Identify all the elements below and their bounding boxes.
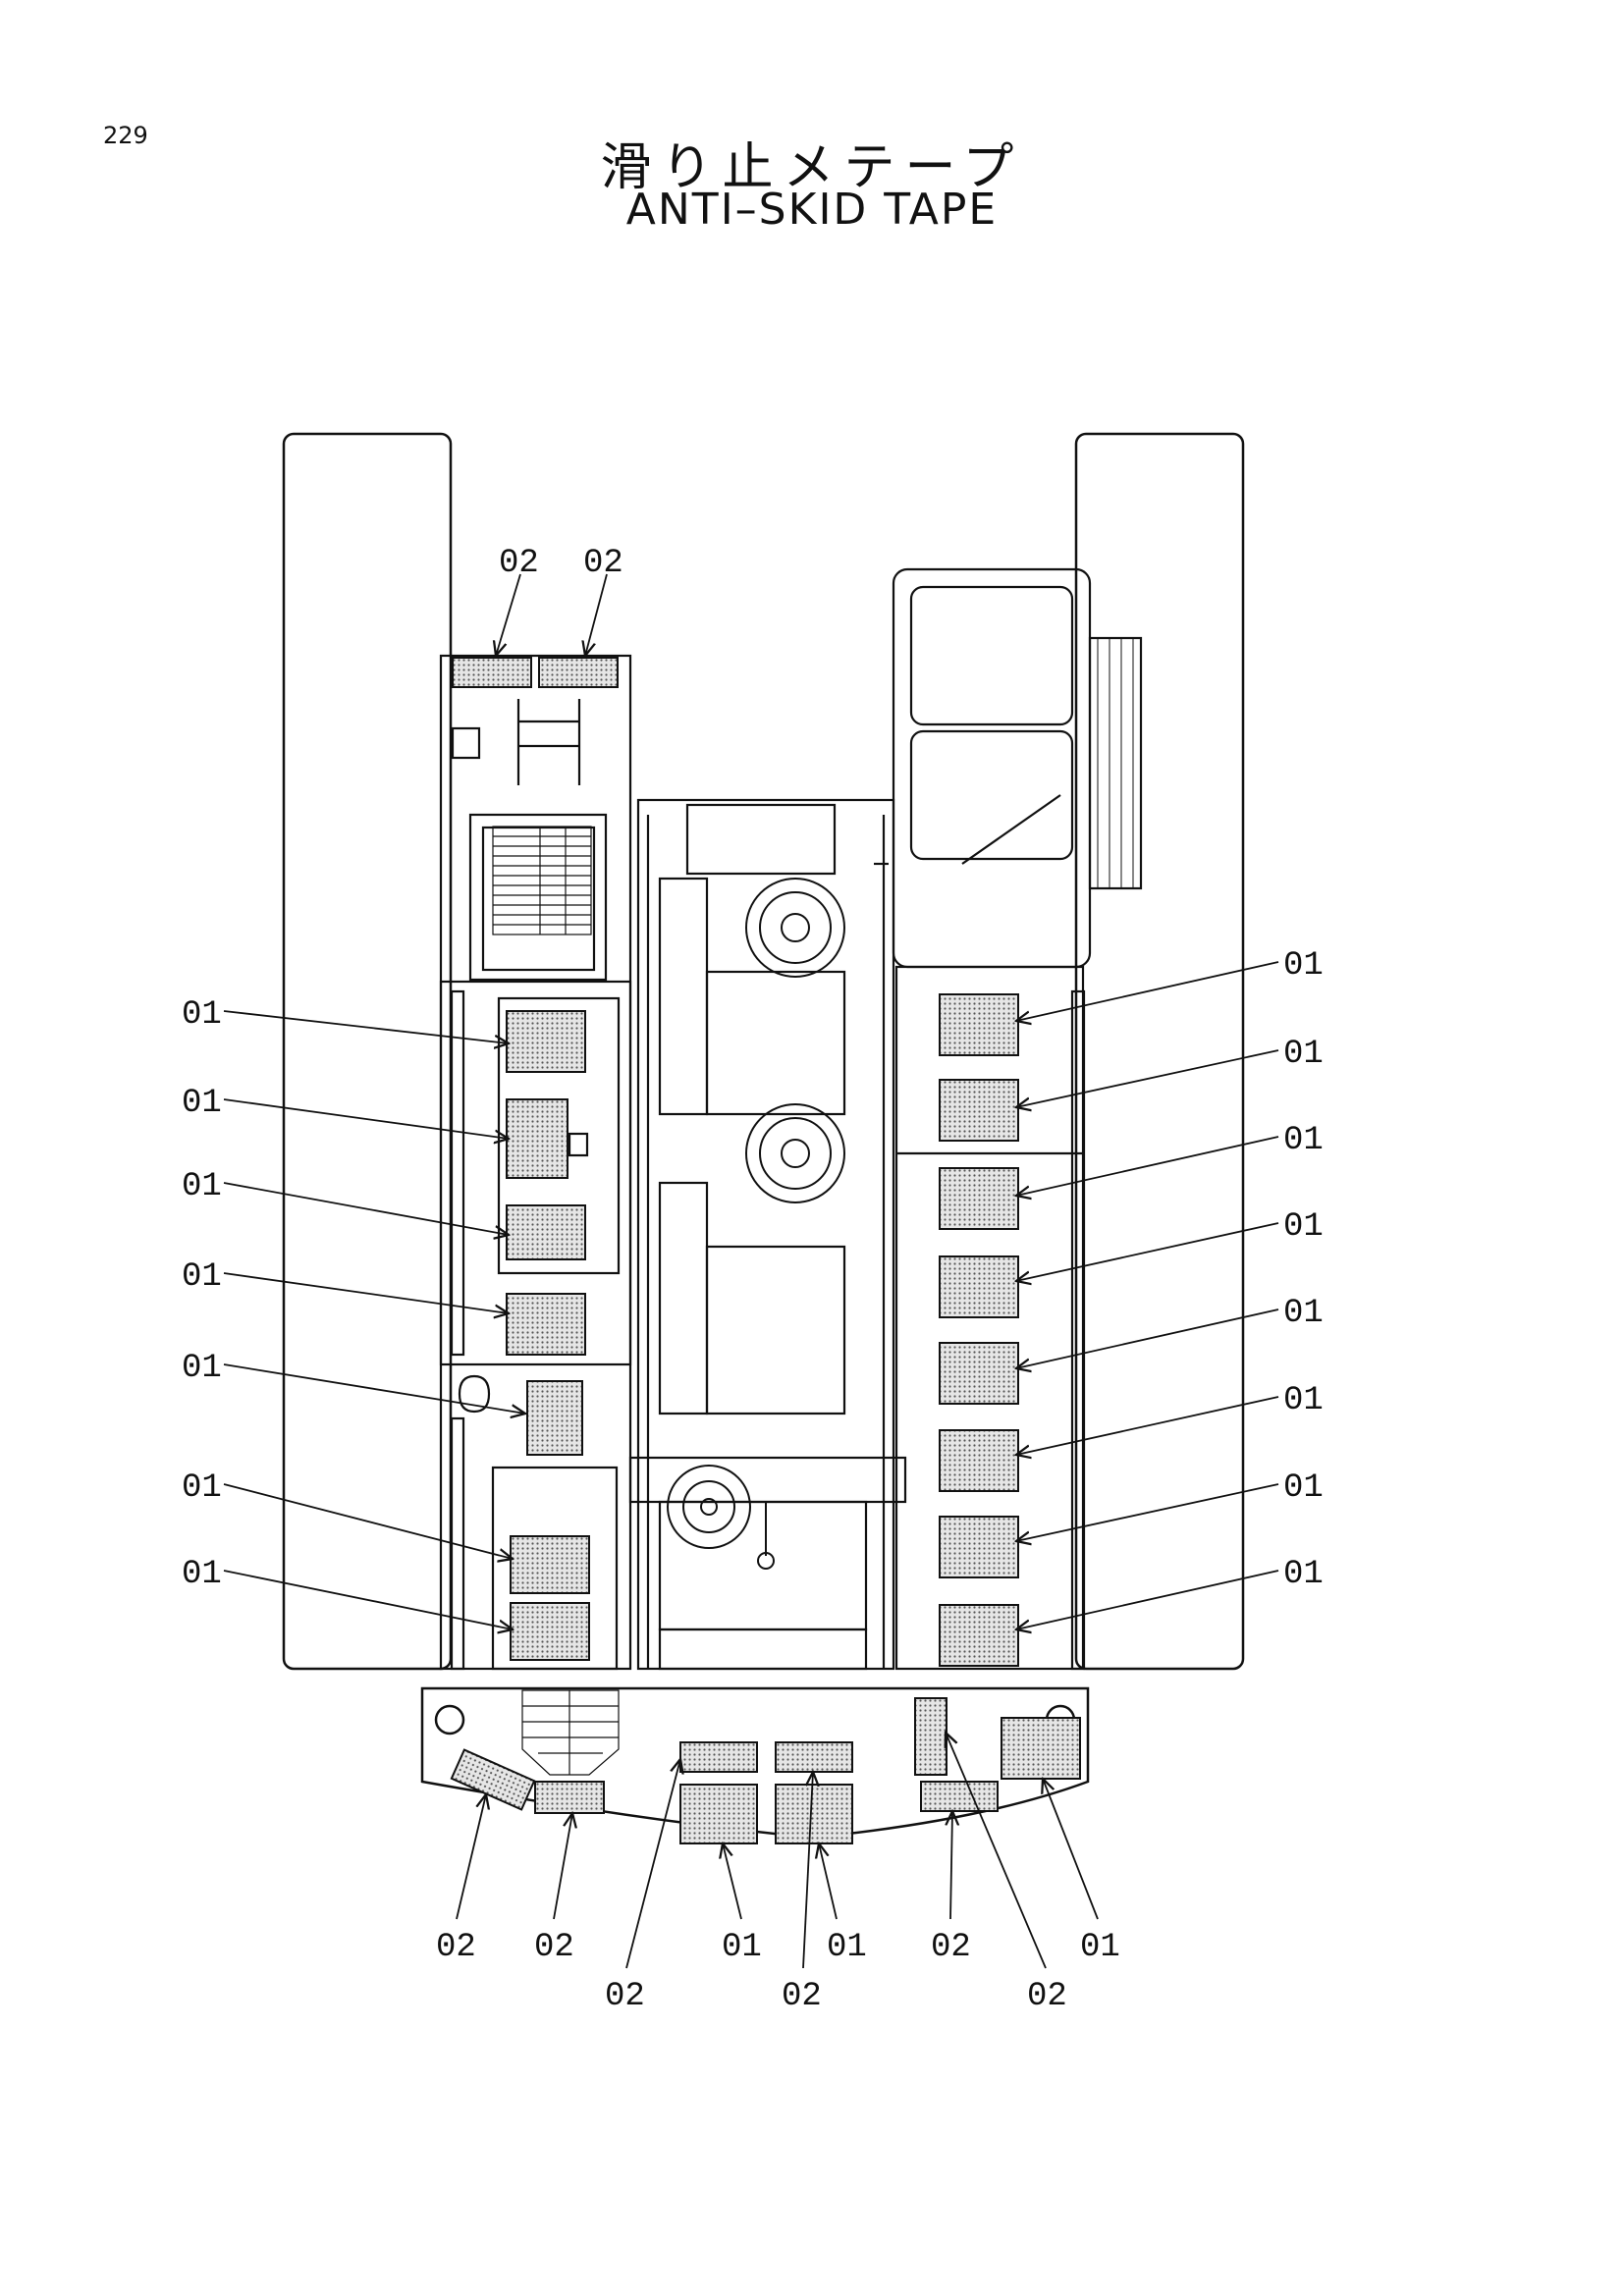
callout-labels-right: 01 01 01 01 01 01 01 01 xyxy=(1283,947,1324,1593)
tape-pad xyxy=(538,657,619,688)
center-frame xyxy=(628,798,907,1671)
tape-pads-02 xyxy=(450,657,999,1814)
title-english: ANTI–SKID TAPE xyxy=(625,185,999,235)
callout-label: 01 xyxy=(1080,1929,1120,1966)
callout-label: 01 xyxy=(1283,1382,1324,1419)
tape-pad xyxy=(510,1602,590,1661)
tape-pad xyxy=(939,993,1019,1056)
callout-label: 01 xyxy=(182,1085,222,1122)
tape-pad xyxy=(534,1781,605,1814)
callout-label: 01 xyxy=(1283,947,1324,985)
tape-pad xyxy=(920,1781,999,1812)
callout-label: 01 xyxy=(1283,1122,1324,1159)
callout-label: 02 xyxy=(605,1978,645,2015)
tape-pad xyxy=(775,1741,853,1773)
tape-pad xyxy=(510,1535,590,1594)
tape-pads-01 xyxy=(506,993,1081,1844)
callout-label: 01 xyxy=(182,1168,222,1205)
callout-label: 01 xyxy=(182,1469,222,1507)
left-grille xyxy=(492,826,592,935)
callout-label: 01 xyxy=(182,1556,222,1593)
tape-pad xyxy=(939,1167,1019,1230)
leader-lines xyxy=(223,573,1279,1969)
tape-pad xyxy=(506,1098,568,1179)
track-left xyxy=(282,432,453,1671)
callout-labels-top: 02 02 xyxy=(499,545,623,582)
callout-label: 01 xyxy=(827,1929,867,1966)
callout-label: 01 xyxy=(1283,1208,1324,1246)
callout-label: 01 xyxy=(1283,1036,1324,1073)
callout-label: 01 xyxy=(1283,1556,1324,1593)
tape-pad xyxy=(939,1342,1019,1405)
tape-pad xyxy=(939,1255,1019,1318)
sheave xyxy=(667,1465,775,1570)
tape-pad xyxy=(450,1748,536,1811)
callout-label: 02 xyxy=(782,1978,822,2015)
callout-label: 02 xyxy=(1027,1978,1067,2015)
tape-pad xyxy=(506,1204,586,1260)
counterweight-hatch xyxy=(521,1689,620,1776)
callout-label: 01 xyxy=(182,1350,222,1387)
callout-labels-left: 01 01 01 01 01 01 01 xyxy=(182,996,222,1593)
callout-label: 01 xyxy=(182,996,222,1034)
left-deck xyxy=(439,654,632,1671)
tape-pad xyxy=(679,1784,758,1844)
callout-label: 01 xyxy=(182,1258,222,1296)
winch-drum-middle xyxy=(745,1103,845,1203)
callout-label: 02 xyxy=(534,1929,574,1966)
cab-ladder-grid xyxy=(1097,638,1134,888)
tape-pad xyxy=(679,1741,758,1773)
tape-pad xyxy=(939,1516,1019,1578)
tape-pad xyxy=(914,1697,947,1776)
callout-label: 02 xyxy=(436,1929,476,1966)
page-number: 229 xyxy=(103,122,148,149)
tape-pad xyxy=(506,1293,586,1356)
callout-label: 01 xyxy=(1283,1469,1324,1507)
callout-label: 02 xyxy=(931,1929,971,1966)
tape-pad xyxy=(775,1784,853,1844)
tape-pad xyxy=(506,1010,586,1073)
callout-label: 02 xyxy=(499,545,539,582)
cab xyxy=(892,567,1143,969)
tape-pad xyxy=(939,1604,1019,1667)
tape-pad xyxy=(452,657,532,688)
tape-pad xyxy=(939,1429,1019,1492)
tape-pad xyxy=(939,1079,1019,1142)
winch-drum-top xyxy=(745,878,845,978)
callout-label: 01 xyxy=(1283,1295,1324,1332)
track-right xyxy=(1074,432,1245,1671)
title-japanese: 滑り止メテープ xyxy=(600,138,1024,197)
callout-labels-bottom: 02 02 01 01 02 01 02 02 02 xyxy=(436,1929,1120,2015)
tape-pad xyxy=(1001,1717,1081,1780)
callout-label: 02 xyxy=(583,545,623,582)
tape-pad xyxy=(526,1380,583,1456)
right-deck xyxy=(894,965,1086,1671)
callout-label: 01 xyxy=(722,1929,762,1966)
